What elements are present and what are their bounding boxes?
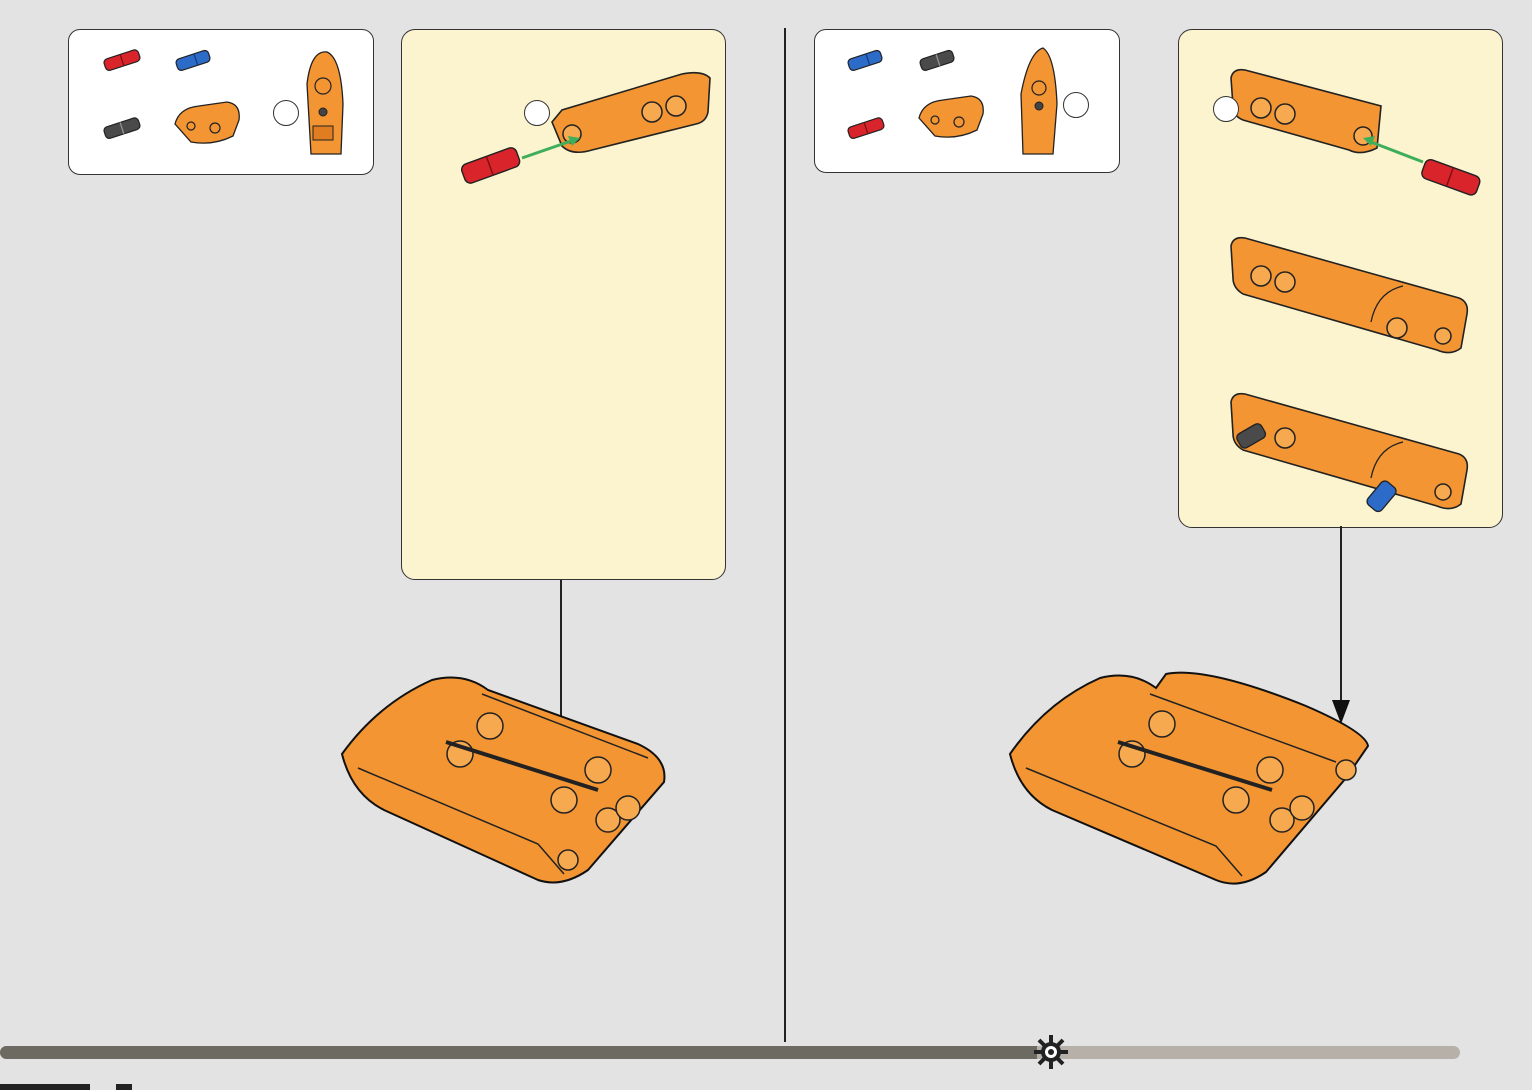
progress-bar-fill [0,1046,1037,1059]
progress-bar [0,1046,1460,1059]
assembled-model-right [1006,666,1376,896]
gear-icon [1033,1034,1069,1070]
